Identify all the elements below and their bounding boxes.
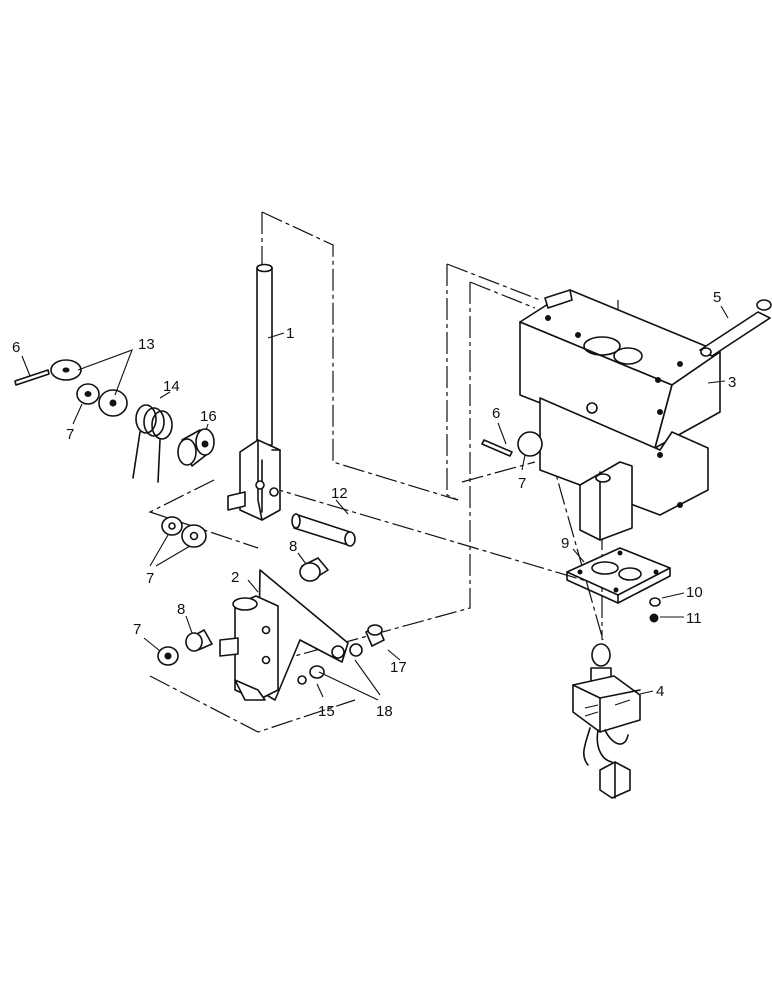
callout-14: 14: [163, 378, 180, 395]
callout-12: 12: [331, 485, 348, 502]
callout-7a: 7: [66, 426, 74, 443]
nut-washer-part: [649, 597, 661, 623]
callout-4: 4: [656, 683, 664, 700]
callout-17: 17: [390, 659, 407, 676]
callout-2: 2: [231, 569, 239, 586]
callout-15: 15: [318, 703, 335, 720]
switch-harness-part: [572, 643, 641, 799]
callout-7b: 7: [518, 475, 526, 492]
bushing-8-upper-part: [299, 557, 329, 582]
callout-7c: 7: [146, 570, 154, 587]
sub-bracket-part: [579, 461, 633, 541]
lever-rod-part: [227, 263, 281, 521]
pin-part: [699, 299, 772, 357]
callout-labels: 1 2 3 4 5 6 6 7 7 7 7 8 8 9 10 11 12 13 …: [12, 289, 736, 720]
washers-13-part: [50, 359, 128, 417]
callout-3: 3: [728, 374, 736, 391]
cotter-pin-left-part: [14, 369, 50, 386]
pin-12-part: [291, 513, 356, 547]
callout-8a: 8: [289, 538, 297, 555]
pivot-bracket-part: [219, 569, 349, 701]
leader-lines: [21, 305, 729, 701]
callout-13: 13: [138, 336, 155, 353]
callout-18: 18: [376, 703, 393, 720]
bushing-8-lower-part: [185, 629, 213, 652]
small-hardware-part: [297, 624, 385, 685]
callout-10: 10: [686, 584, 703, 601]
callout-9: 9: [561, 535, 569, 552]
callout-11: 11: [686, 610, 702, 627]
callout-1: 1: [286, 325, 294, 342]
washer-7-lower-part: [157, 646, 179, 666]
cotter-pin-right-part: [481, 431, 543, 457]
spring-part: [132, 404, 173, 483]
bushing-16-part: [177, 428, 215, 467]
callout-6a: 6: [12, 339, 20, 356]
callout-8b: 8: [177, 601, 185, 618]
callout-5: 5: [713, 289, 721, 306]
washers-7-pair-part: [161, 516, 207, 548]
callout-7d: 7: [133, 621, 141, 638]
callout-6b: 6: [492, 405, 500, 422]
callout-16: 16: [200, 408, 217, 425]
slotted-plate-part: [566, 547, 671, 604]
